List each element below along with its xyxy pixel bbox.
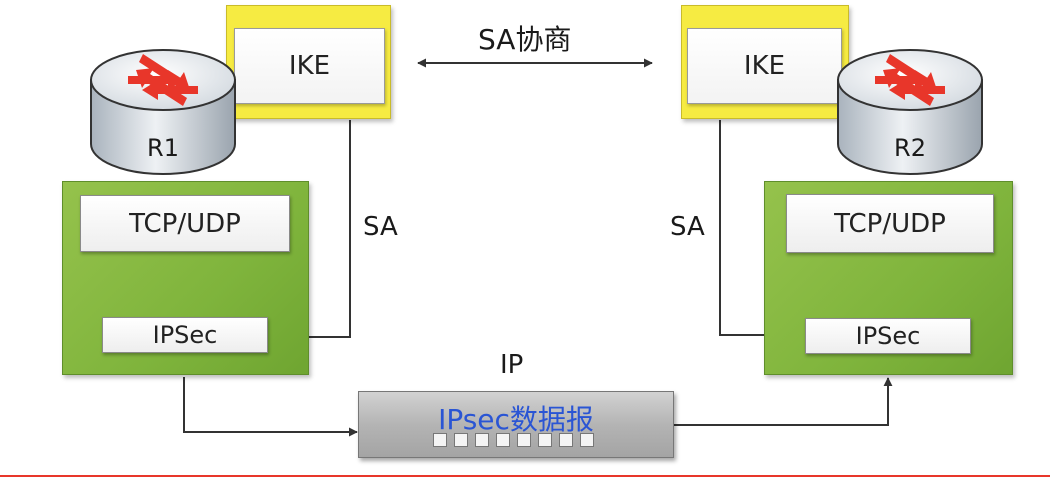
transport-label-left: TCP/UDP [129, 208, 241, 239]
datagram-send-path [183, 377, 358, 437]
ipsec-label-left: IPSec [152, 321, 218, 349]
payload-cell [433, 433, 447, 447]
payload-cell [475, 433, 489, 447]
payload-cell [454, 433, 468, 447]
ipsec-datagram: IPsec数据报 [358, 391, 674, 458]
router-r2: R2 [835, 32, 985, 182]
payload-cell [538, 433, 552, 447]
router-label-r1: R1 [147, 134, 179, 162]
transport-box-right: TCP/UDP [786, 194, 994, 253]
ike-box-right: IKE [687, 28, 842, 104]
payload-cell [517, 433, 531, 447]
ike-label-left: IKE [288, 51, 331, 81]
payload-cell [559, 433, 573, 447]
ipsec-box-left: IPSec [102, 317, 268, 353]
router-icon [90, 49, 236, 175]
transport-label-right: TCP/UDP [834, 208, 946, 239]
transport-box-left: TCP/UDP [80, 195, 290, 252]
sa-label-right: SA [670, 212, 705, 242]
router-label-r2: R2 [894, 134, 926, 162]
bottom-rule [0, 475, 1050, 477]
ike-box-left: IKE [234, 28, 385, 104]
sa-label-left: SA [363, 212, 398, 242]
datagram-title: IPsec数据报 [438, 403, 594, 436]
router-r1: R1 [88, 32, 238, 182]
datagram-receive-path [673, 377, 893, 426]
router-icon [837, 49, 983, 175]
payload-cell [496, 433, 510, 447]
ipsec-box-right: IPSec [805, 318, 971, 354]
ip-label: IP [500, 350, 524, 380]
ike-label-right: IKE [743, 51, 786, 81]
sa-negotiation-label: SA协商 [478, 23, 572, 56]
ipsec-label-right: IPSec [855, 322, 921, 350]
payload-cell [580, 433, 594, 447]
